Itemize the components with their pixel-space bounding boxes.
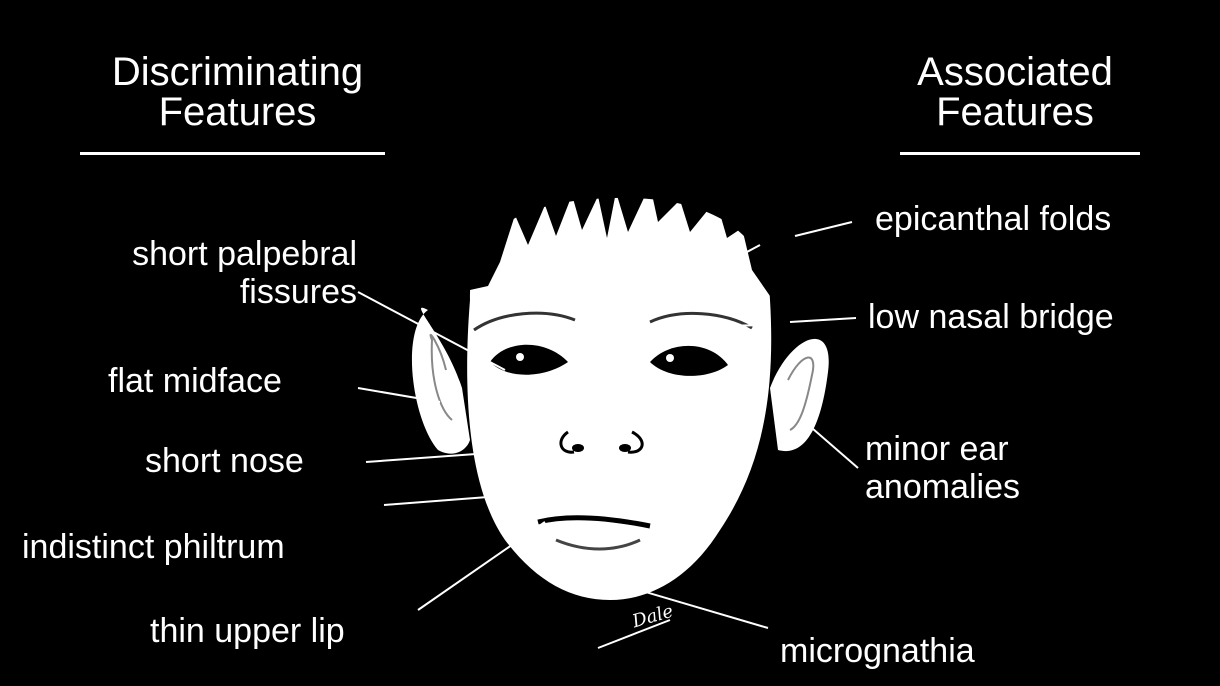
right-eye-shine	[666, 354, 674, 362]
left-ear	[412, 308, 470, 454]
pointer-epicanthal-folds	[795, 222, 852, 236]
right-nostril	[619, 444, 631, 452]
pointer-low-nasal-bridge	[790, 318, 856, 322]
pointer-micrognathia	[598, 578, 768, 628]
left-nostril	[572, 444, 584, 452]
label-micrognathia: micrognathia	[780, 632, 975, 670]
label-short-nose: short nose	[145, 442, 304, 480]
header-discriminating-features: Discriminating Features	[70, 52, 405, 132]
header-underline-right	[900, 152, 1140, 155]
pointer-thin-upper-lip	[418, 522, 545, 610]
label-epicanthal-folds: epicanthal folds	[875, 200, 1111, 238]
header-underline-left	[80, 152, 385, 155]
label-thin-upper-lip: thin upper lip	[150, 612, 345, 650]
label-indistinct-philtrum: indistinct philtrum	[22, 528, 285, 566]
label-short-palpebral-fissures: short palpebral fissures	[62, 235, 357, 311]
pointer-minor-ear-anomalies	[805, 422, 858, 468]
label-low-nasal-bridge: low nasal bridge	[868, 298, 1114, 336]
left-eye-shine	[516, 353, 524, 361]
label-minor-ear-anomalies: minor ear anomalies	[865, 430, 1020, 506]
header-associated-features: Associated Features	[875, 52, 1155, 132]
face-shape	[467, 198, 771, 600]
label-flat-midface: flat midface	[108, 362, 282, 400]
